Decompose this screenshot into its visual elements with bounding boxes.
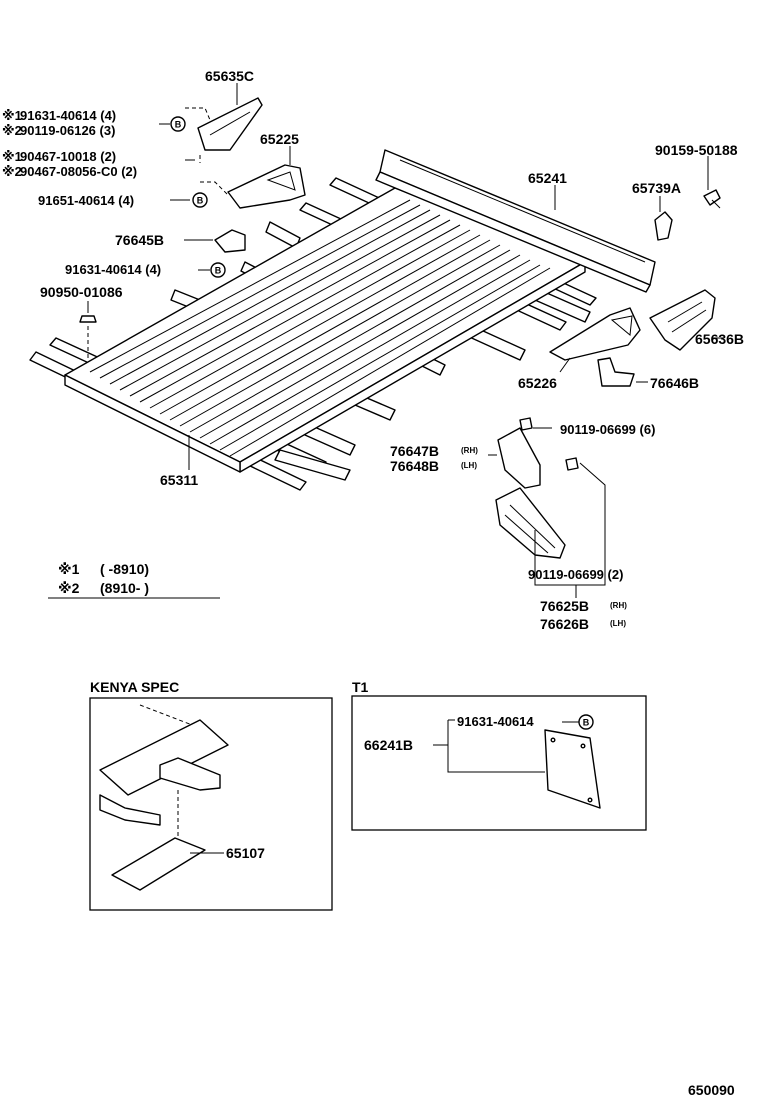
part-65226 xyxy=(549,307,641,361)
label-65635c: 65635C xyxy=(205,68,254,84)
label-65225: 65225 xyxy=(260,131,299,147)
suffix-rh-1: (RH) xyxy=(461,446,478,455)
label-76648b: 76648B xyxy=(390,458,439,474)
mark-2a: ※2 xyxy=(2,123,22,138)
label-90159-50188: 90159-50188 xyxy=(655,142,738,158)
circle-b-2: B xyxy=(192,192,208,208)
label-76645b: 76645B xyxy=(115,232,164,248)
label-76646b: 76646B xyxy=(650,375,699,391)
leader-lines xyxy=(87,83,723,598)
suffix-rh-2: (RH) xyxy=(610,601,627,610)
svg-text:B: B xyxy=(215,266,222,276)
label-65739a: 65739A xyxy=(632,180,681,196)
label-65636b: 65636B xyxy=(695,331,744,347)
label-65226: 65226 xyxy=(518,375,557,391)
label-65311: 65311 xyxy=(160,472,198,488)
kenya-spec-box: KENYA SPEC 65107 xyxy=(89,679,333,911)
legend-mark-2: ※2 xyxy=(58,580,80,596)
label-66241b: 66241B xyxy=(364,737,413,753)
part-76647b xyxy=(497,427,541,489)
mark-2b: ※2 xyxy=(2,164,22,179)
part-76646b xyxy=(597,357,635,387)
svg-text:B: B xyxy=(583,718,590,728)
suffix-lh-1: (LH) xyxy=(461,461,477,470)
label-91631-a: 91631-40614 (4) xyxy=(20,108,116,123)
t1-title: T1 xyxy=(352,679,369,695)
label-90119-2: 90119-06699 (2) xyxy=(528,567,623,582)
part-76645b xyxy=(214,229,246,253)
deck-panel xyxy=(64,187,586,473)
label-91651: 91651-40614 (4) xyxy=(38,193,134,208)
label-90467-10018: 90467-10018 (2) xyxy=(20,149,116,164)
diagram-id: 650090 xyxy=(688,1082,735,1098)
kenya-spec-title: KENYA SPEC xyxy=(90,679,179,695)
svg-text:B: B xyxy=(197,196,204,206)
circle-b-4: B xyxy=(578,714,594,730)
legend-mark-1: ※1 xyxy=(58,561,80,577)
legend-range-1: ( -8910) xyxy=(100,561,149,577)
nut-90950 xyxy=(79,315,97,360)
part-65225 xyxy=(227,164,306,209)
svg-text:B: B xyxy=(175,120,182,130)
label-65107: 65107 xyxy=(226,845,265,861)
mark-1b: ※1 xyxy=(2,149,22,164)
side-rail xyxy=(375,149,656,293)
bolts-90119 xyxy=(519,417,579,471)
label-90950: 90950-01086 xyxy=(40,284,123,300)
t1-box: T1 66241B 91631-40614 xyxy=(351,679,647,831)
part-65739a xyxy=(654,211,673,241)
label-90467-08056: 90467-08056-C0 (2) xyxy=(20,164,137,179)
label-76626b: 76626B xyxy=(540,616,589,632)
part-65636b xyxy=(649,289,716,351)
legend-range-2: (8910- ) xyxy=(100,580,149,596)
part-76625b xyxy=(495,487,566,559)
mark-1a: ※1 xyxy=(2,108,22,123)
circle-b-3: B xyxy=(210,262,226,278)
label-76647b: 76647B xyxy=(390,443,439,459)
part-65635c xyxy=(197,97,263,151)
label-76625b: 76625B xyxy=(540,598,589,614)
label-90119-6: 90119-06699 (6) xyxy=(560,422,655,437)
label-65241: 65241 xyxy=(528,170,567,186)
label-91631-t1: 91631-40614 xyxy=(457,714,534,729)
circle-b-1: B xyxy=(170,116,186,132)
legend: ※1 ( -8910) ※2 (8910- ) xyxy=(48,561,220,599)
suffix-lh-2: (LH) xyxy=(610,619,626,628)
bolt-90159 xyxy=(703,189,721,209)
label-91631-b: 91631-40614 (4) xyxy=(65,262,161,277)
label-90119-06126: 90119-06126 (3) xyxy=(20,123,115,138)
